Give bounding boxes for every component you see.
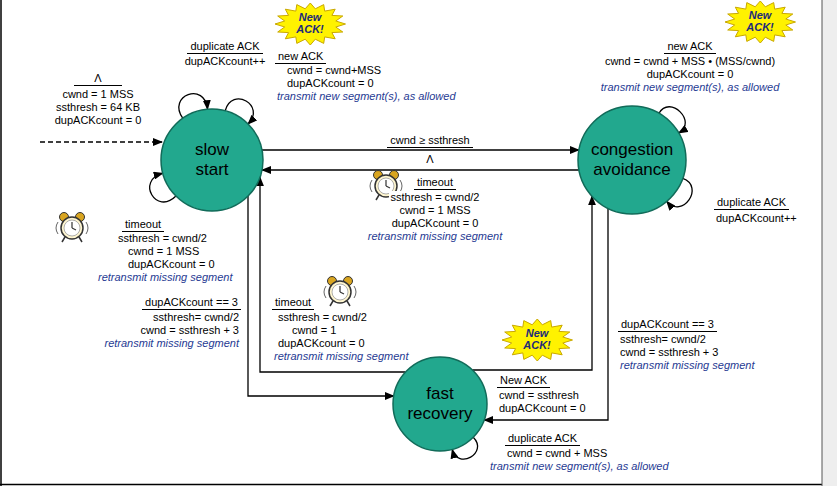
state-name: fast recovery — [403, 384, 477, 423]
frame-line — [822, 0, 823, 486]
side-strip — [822, 0, 837, 486]
frame-line — [0, 484, 822, 486]
state-circle: slow start — [160, 108, 264, 212]
transition-action: dupACKcount = 0 — [276, 337, 367, 349]
transition-event: new ACK — [664, 40, 715, 54]
transition-action: cwnd = 1 — [290, 324, 338, 336]
transition-action: ssthresh= cwnd/2 — [151, 311, 241, 323]
state-name: congestion avoidance — [586, 140, 678, 179]
new-ack-starburst: New ACK! — [274, 2, 347, 46]
transition-action: ssthresh = cwnd/2 — [389, 191, 482, 203]
transition-action: cwnd = 1 MSS — [126, 245, 201, 257]
transition-arrow — [260, 177, 406, 372]
transition-action: dupACKcount = 0 — [645, 68, 736, 80]
state-circle: congestion avoidance — [577, 105, 687, 215]
transition-action-note: retransmit missing segment — [618, 359, 757, 371]
transition-arrow — [262, 149, 579, 150]
transition-action-note: retransmit missing segment — [272, 350, 411, 362]
transition-event: dupACKcount == 3 — [618, 318, 717, 332]
transition-action-note: retransmit missing segment — [103, 337, 242, 349]
transition-arrow — [248, 196, 394, 396]
transition-action-note: transmit new segment(s), as allowed — [488, 460, 671, 472]
transition-event: cwnd ≥ ssthresh — [387, 134, 472, 148]
transition-action-note: transmit new segment(s), as allowed — [275, 90, 458, 102]
transition-event: duplicate ACK — [505, 432, 580, 446]
transition-event: timeout — [414, 176, 456, 190]
transition-action: cwnd = 1 MSS — [60, 88, 135, 100]
state-name: slow start — [182, 140, 242, 179]
transition-event: dupACKcount == 3 — [142, 296, 241, 310]
initial-arrow — [40, 141, 162, 142]
new-ack-starburst: New ACK! — [724, 0, 797, 44]
starburst-text: New ACK! — [740, 10, 780, 33]
transition-action: cwnd = cwnd + MSS • (MSS/cwnd) — [603, 55, 777, 67]
transition-action: dupACKcount++ — [714, 212, 799, 224]
transition-event: duplicate ACK — [187, 40, 262, 54]
transition-event: New ACK — [497, 374, 550, 388]
transition-action-note: retransmit missing segment — [366, 230, 505, 242]
transition-action: dupACKcount++ — [183, 55, 268, 67]
transition-event: new ACK — [275, 50, 326, 64]
alarm-clock-icon — [324, 277, 356, 307]
transition-action: cwnd = cwnd+MSS — [285, 64, 383, 76]
transition-arrow — [262, 169, 579, 170]
transition-action: cwnd = ssthresh — [497, 389, 581, 401]
transition-event: timeout — [272, 296, 314, 310]
transition-action: ssthresh= cwnd/2 — [618, 333, 708, 345]
transition-action: Λ — [424, 153, 435, 165]
transition-action: dupACKcount = 0 — [285, 77, 376, 89]
transition-action: dupACKcount = 0 — [53, 114, 144, 126]
transition-event: timeout — [122, 218, 164, 232]
transition-action: ssthresh = 64 KB — [54, 101, 142, 113]
transition-action: dupACKcount = 0 — [497, 402, 588, 414]
alarm-clock-icon — [56, 213, 88, 243]
transition-action: dupACKcount = 0 — [126, 258, 217, 270]
frame-line — [0, 0, 2, 486]
transition-event: duplicate ACK — [714, 196, 789, 210]
transition-action: ssthresh = cwnd/2 — [116, 232, 209, 244]
transition-action: dupACKcount = 0 — [390, 217, 481, 229]
transition-action: cwnd = ssthresh + 3 — [618, 346, 720, 358]
transition-action: ssthresh = cwnd/2 — [276, 311, 369, 323]
transition-action: cwnd = cwnd + MSS — [505, 447, 609, 459]
starburst-text: New ACK! — [290, 12, 330, 35]
starburst-text: New ACK! — [517, 328, 557, 351]
transition-arrow — [472, 196, 592, 370]
state-circle: fast recovery — [392, 356, 488, 452]
transition-action-note: retransmit missing segment — [96, 271, 235, 283]
transition-action: cwnd = ssthresh + 3 — [139, 324, 241, 336]
transition-action: cwnd = 1 MSS — [397, 204, 472, 216]
new-ack-starburst: New ACK! — [501, 318, 574, 362]
transition-action-note: transmit new segment(s), as allowed — [599, 81, 782, 93]
transition-action: Λ — [74, 72, 121, 86]
